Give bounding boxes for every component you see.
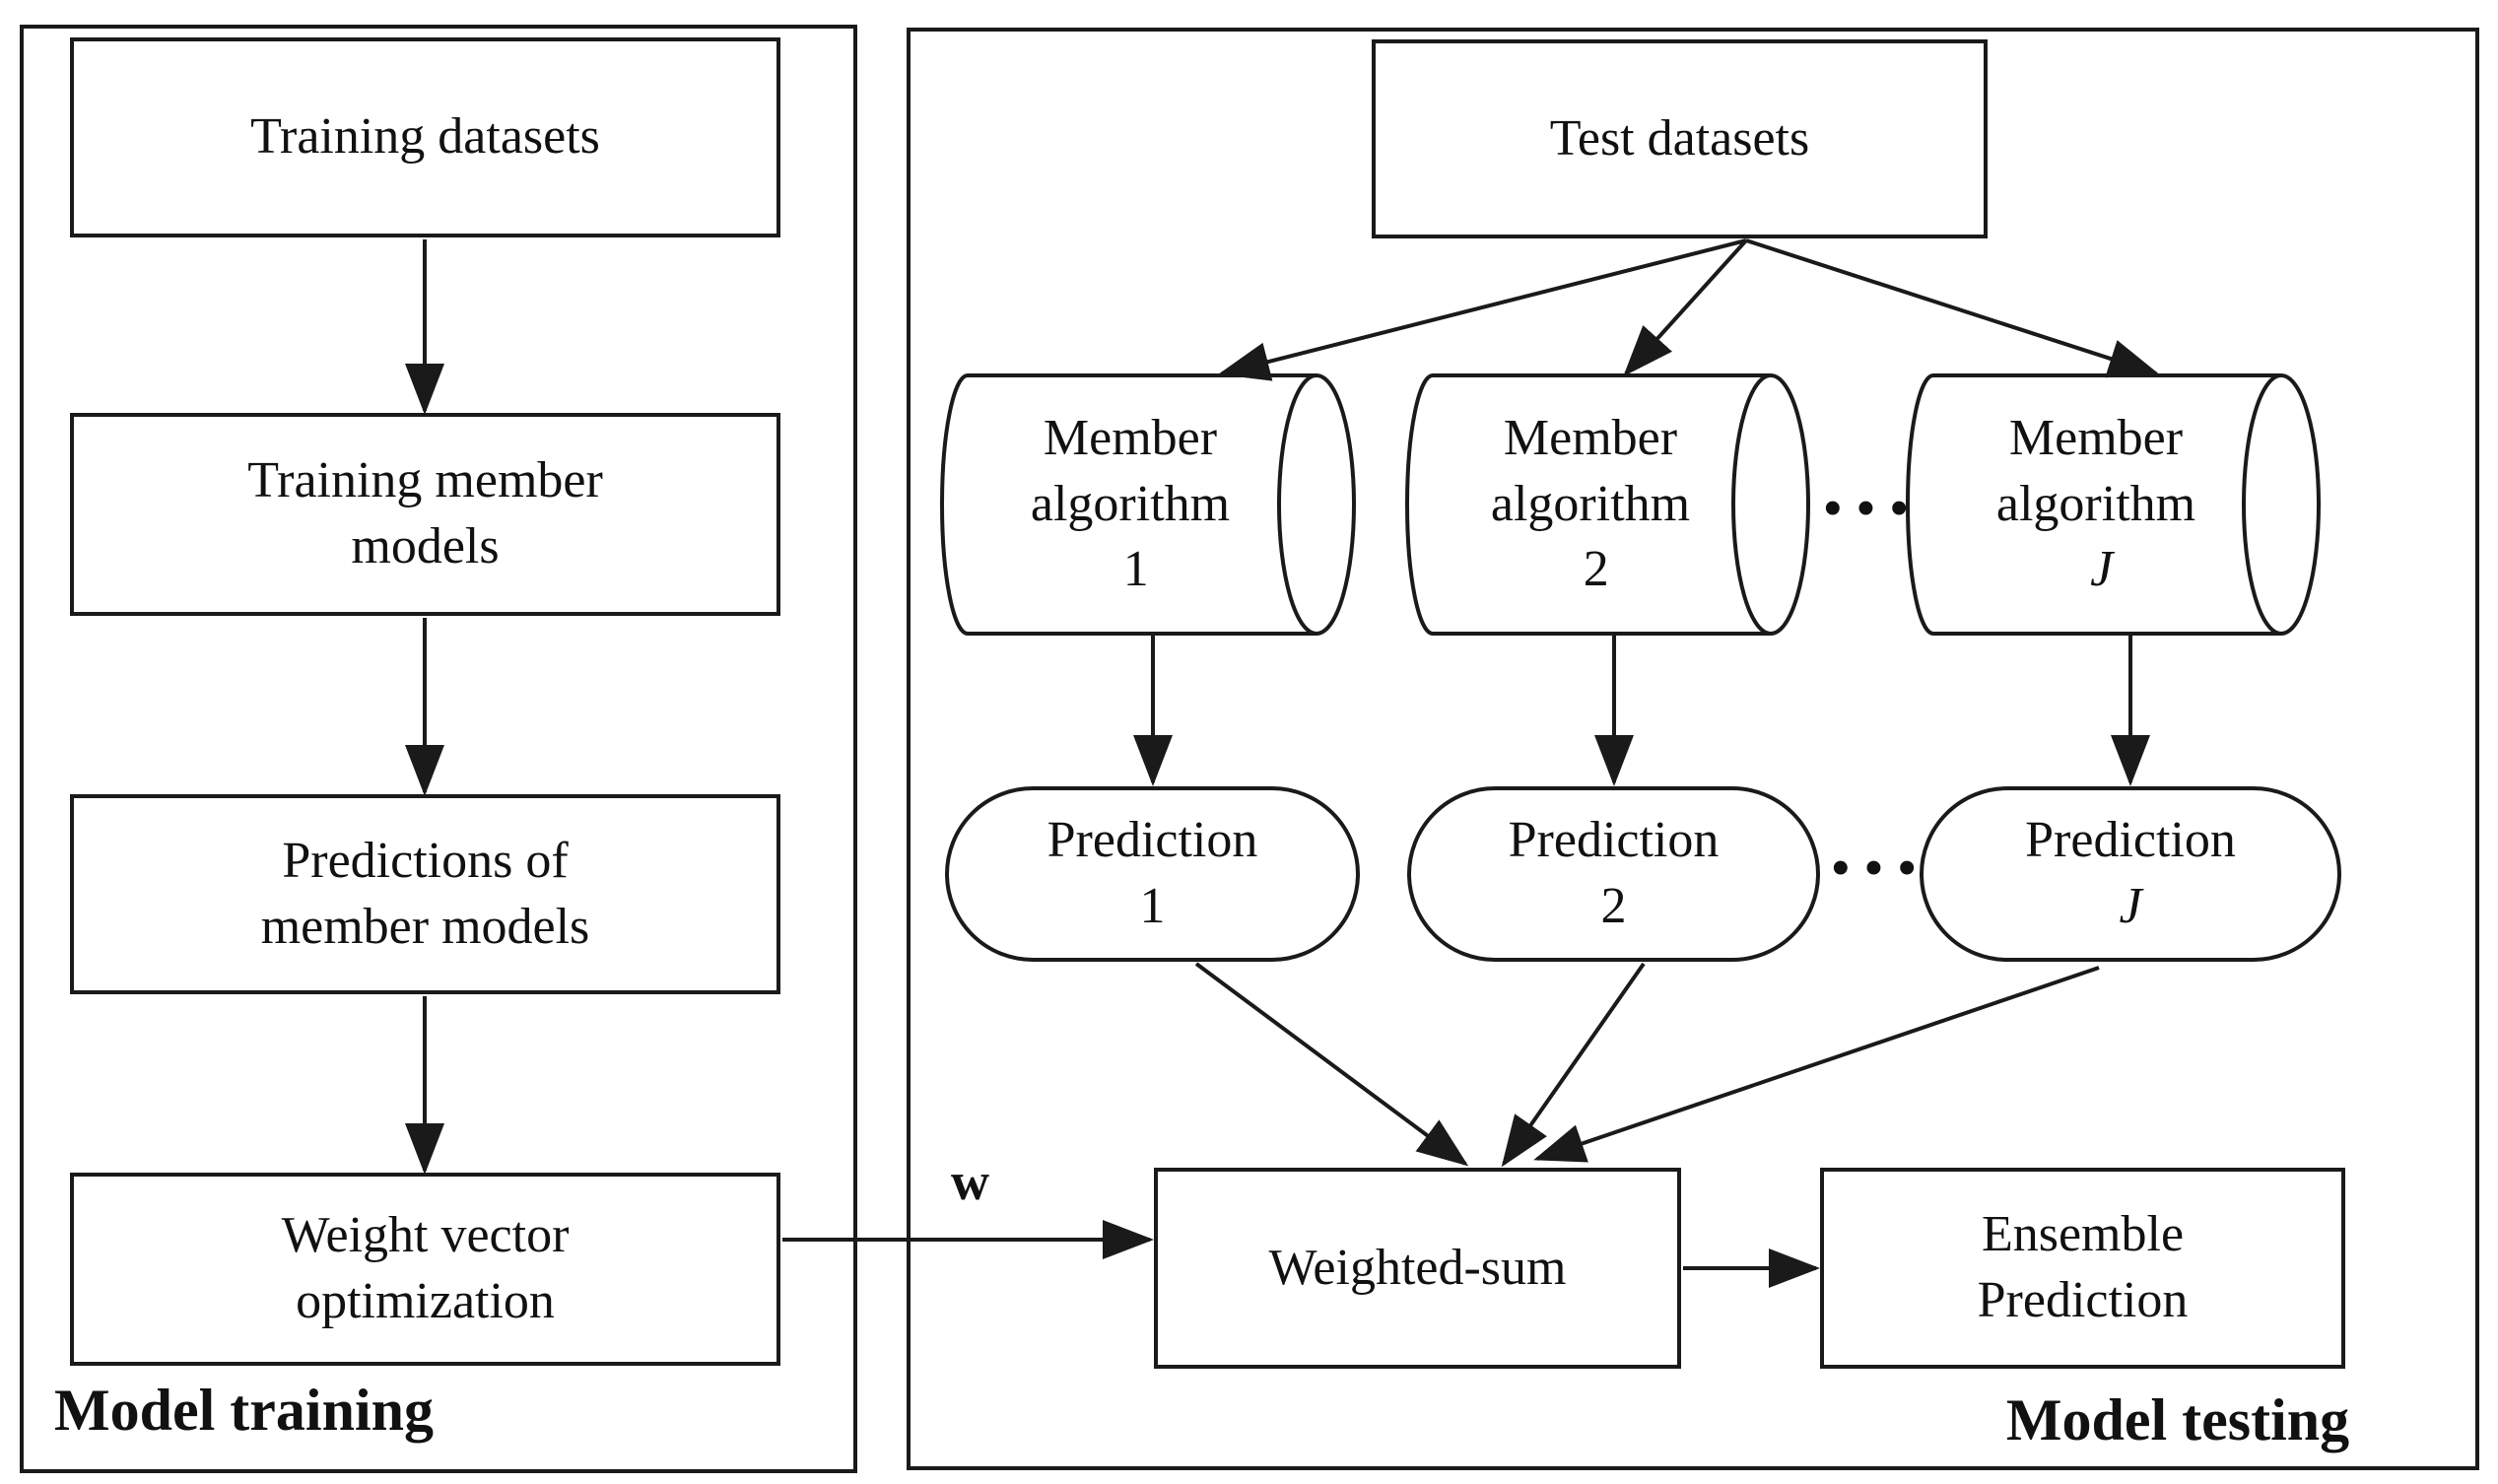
weighted-sum-box: Weighted-sum — [1154, 1168, 1681, 1369]
box-label-line: optimization — [296, 1273, 555, 1329]
box-label-line: Member — [1043, 410, 1218, 467]
box-label-line: Prediction — [2025, 812, 2236, 869]
box-label-line: Prediction — [1977, 1272, 2189, 1328]
test-datasets-box: Test datasets — [1372, 39, 1988, 238]
model-testing-caption: Model testing — [2005, 1387, 2350, 1452]
prediction-2-node: Prediction 2 — [1407, 786, 1820, 962]
box-label-line: Training datasets — [250, 108, 600, 166]
box-label-line: Prediction — [1046, 812, 1258, 869]
box-label-line: models — [351, 518, 500, 574]
arrow-prediction-j-to-weighted-sum — [1533, 966, 2100, 1163]
prediction-j-node: Prediction J — [1920, 786, 2341, 962]
predictions-of-member-models-box: Predictions of member models — [70, 794, 780, 994]
arrow-test-datasets-to-algorithm-2 — [1623, 238, 1748, 376]
box-label-line: Ensemble — [1981, 1206, 2185, 1263]
member-algorithm-j-cylinder — [1906, 373, 2321, 636]
box-label-line: Predictions of — [282, 832, 569, 889]
prediction-1-node: Prediction 1 — [945, 786, 1360, 962]
box-label-line: Test datasets — [1549, 109, 1810, 167]
box-label-line: Weighted-sum — [1268, 1239, 1567, 1296]
weight-vector-w-label: w — [951, 1152, 989, 1211]
box-label-line: member models — [260, 898, 590, 955]
weight-vector-optimization-box: Weight vector optimization — [70, 1173, 780, 1366]
arrow-test-datasets-to-algorithm-1 — [1218, 238, 1747, 381]
box-label-line: Prediction — [1508, 812, 1720, 869]
prediction-ellipsis: ··· — [1826, 820, 1926, 914]
box-label-line: Member — [1503, 410, 1678, 467]
model-training-caption: Model training — [54, 1378, 434, 1443]
box-label-line: 2 — [1600, 878, 1627, 934]
arrow-test-datasets-to-algorithm-j — [1745, 238, 2160, 378]
box-label-line: Weight vector — [281, 1207, 570, 1264]
training-datasets-box: Training datasets — [70, 37, 780, 237]
arrow-prediction-1-to-weighted-sum — [1194, 962, 1469, 1167]
arrow-prediction-2-to-weighted-sum — [1501, 962, 1646, 1168]
box-label-line: Training member — [247, 452, 603, 509]
member-algorithm-1-cylinder — [940, 373, 1356, 636]
box-label-line: J — [2119, 878, 2142, 934]
ensemble-prediction-box: Ensemble Prediction — [1820, 1168, 2345, 1369]
training-member-models-box: Training member models — [70, 413, 780, 616]
algorithm-ellipsis: ··· — [1818, 460, 1919, 555]
box-label-line: Member — [2008, 410, 2184, 467]
member-algorithm-2-cylinder — [1405, 373, 1810, 636]
box-label-line: 1 — [1139, 878, 1166, 934]
